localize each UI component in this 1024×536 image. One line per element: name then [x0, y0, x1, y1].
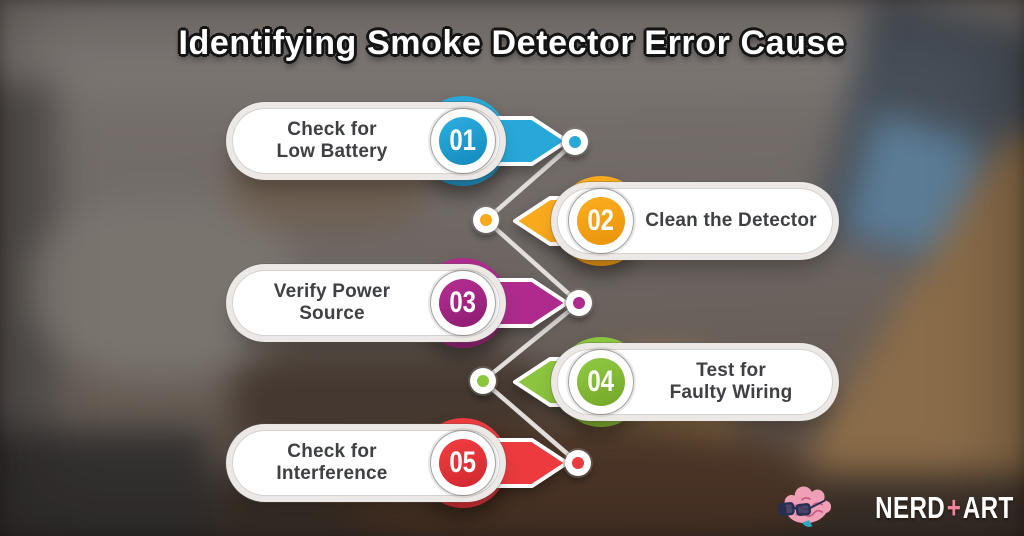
step-label-line2: Low Battery — [276, 141, 388, 162]
node-dot — [480, 214, 492, 226]
step-number: 01 — [449, 124, 477, 157]
step-number: 05 — [449, 446, 477, 479]
timeline-node-3 — [566, 290, 592, 316]
node-dot — [477, 375, 489, 387]
timeline-node-5 — [565, 450, 591, 476]
step-number: 03 — [449, 286, 477, 319]
page-title: Identifying Smoke Detector Error Cause — [178, 24, 846, 62]
node-dot — [572, 457, 584, 469]
node-dot — [569, 136, 581, 148]
logo-plus: + — [947, 490, 962, 525]
timeline-node-4 — [470, 368, 496, 394]
step-number-badge: 03 — [439, 279, 487, 327]
step-label-line1: Check for — [287, 118, 377, 140]
step-label-line1: Clean the Detector — [645, 209, 817, 231]
brand-logo: NERD + ART — [778, 485, 1014, 531]
step-number-badge: 02 — [577, 197, 625, 245]
step-label-line1: Test for — [696, 359, 766, 381]
step-number: 02 — [587, 204, 615, 237]
step-number-badge: 01 — [439, 117, 487, 165]
step-label-line1: Verify Power Source — [273, 280, 391, 324]
step-number-badge: 05 — [439, 439, 487, 487]
timeline-node-1 — [562, 129, 588, 155]
brain-glasses-icon — [778, 486, 832, 527]
timeline-node-2 — [473, 207, 499, 233]
step-number-badge: 04 — [577, 358, 625, 406]
node-dot — [573, 297, 585, 309]
step-label-line2: Interference — [276, 463, 388, 484]
step-number: 04 — [587, 365, 615, 398]
logo-text-nerd: NERD — [875, 490, 946, 525]
step-label-line2: Faulty Wiring — [669, 382, 793, 403]
logo-text-art: ART — [963, 490, 1014, 525]
step-label-line1: Check for — [287, 440, 377, 462]
